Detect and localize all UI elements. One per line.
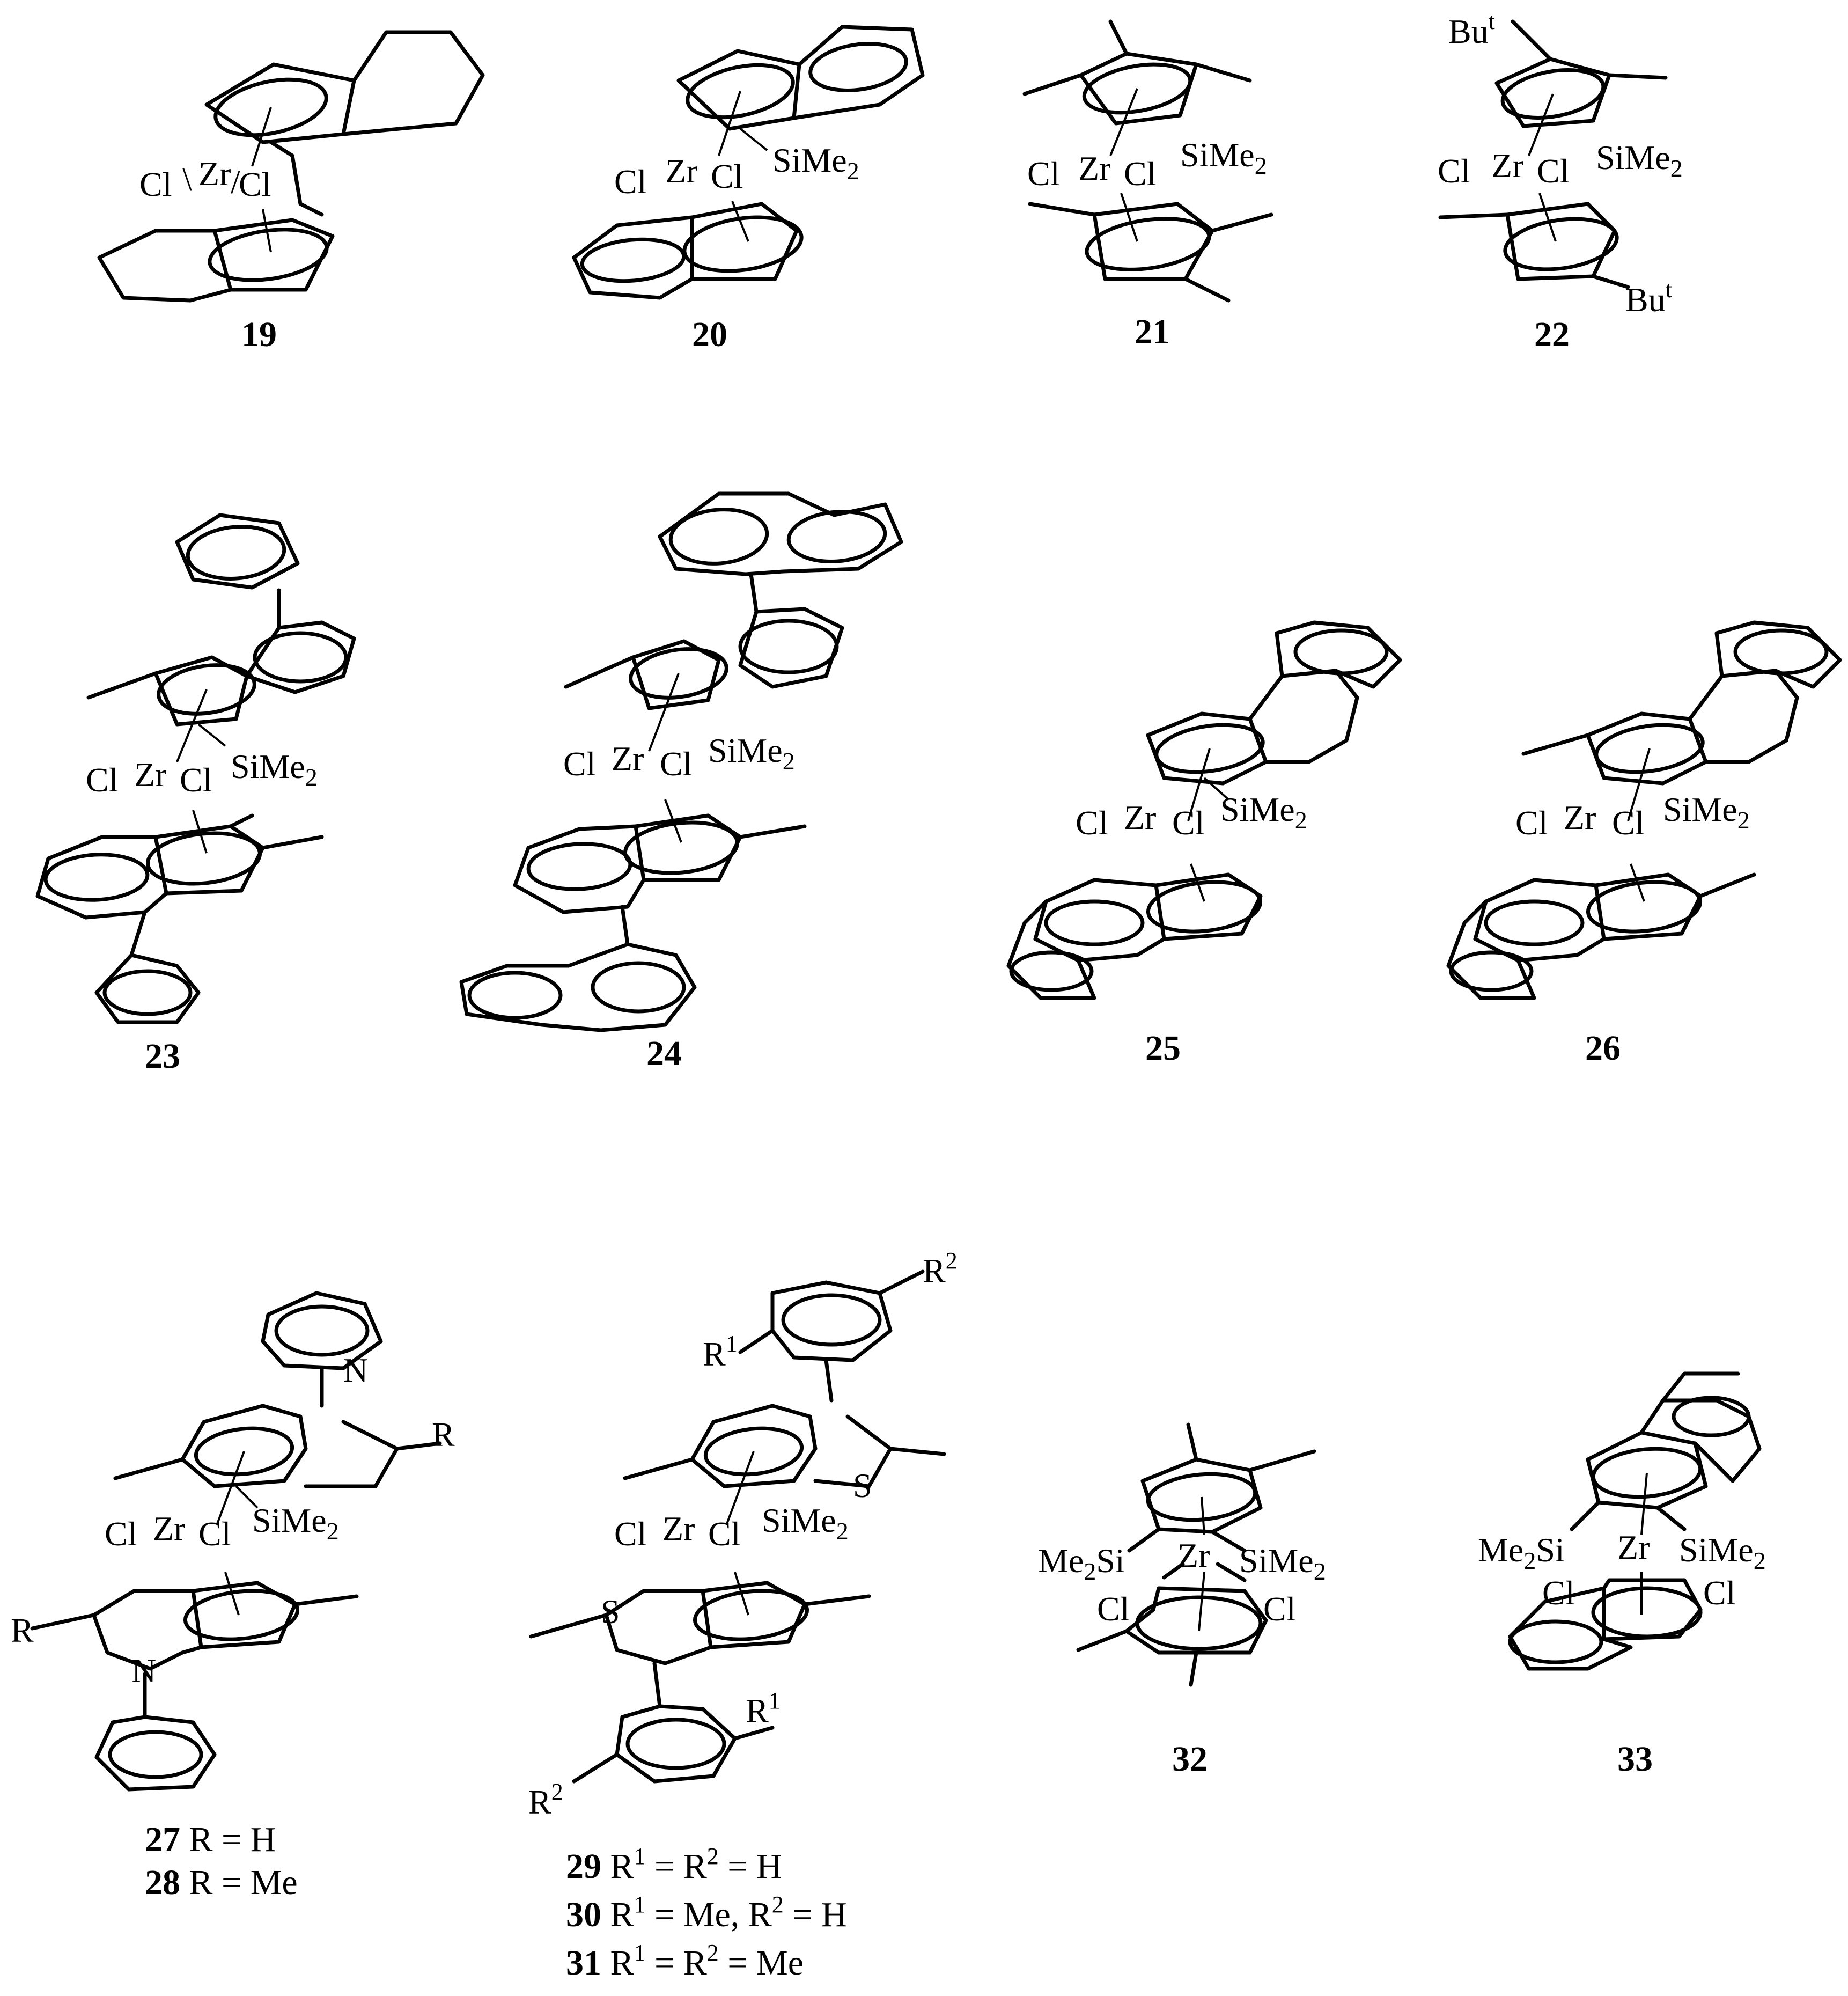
zirconium-label: Zr <box>1124 798 1156 836</box>
compound-number-22: 22 <box>1534 315 1570 354</box>
zirconium-label: Zr <box>1617 1528 1650 1566</box>
structure-21: Cl Zr Cl SiMe2 21 <box>1022 19 1273 351</box>
chlorine-label-2: Cl <box>660 745 692 783</box>
zirconium-label: Zr <box>1564 798 1596 836</box>
chlorine-label-1: Cl <box>86 761 118 799</box>
tert-butyl-label-bottom: But <box>1625 276 1672 319</box>
chlorine-label-2: Cl <box>1172 804 1204 842</box>
structure-20: Cl Zr Cl SiMe2 20 <box>572 25 925 354</box>
chlorine-label-1: Cl <box>614 163 646 201</box>
chlorine-label-2: Cl <box>1612 804 1644 842</box>
nitrogen-label-top: N <box>343 1351 368 1389</box>
silicon-label: SiMe2 <box>1596 138 1683 182</box>
chlorine-label-2: Cl <box>708 1515 740 1553</box>
r2-label-top: R2 <box>923 1247 958 1290</box>
zirconium-label: Zr <box>1177 1536 1210 1574</box>
r2-label-bottom: R2 <box>528 1779 563 1821</box>
structure-27-28: N R Cl Zr Cl SiMe2 R N 27 R = H 28 R = M… <box>11 1291 455 1902</box>
zirconium-label: Zr <box>1491 146 1523 185</box>
chlorine-label-1: Cl <box>1515 804 1548 842</box>
structure-23: Cl Zr Cl SiMe2 23 <box>35 513 356 1076</box>
structure-26: Cl Zr Cl SiMe2 26 <box>1446 620 1842 1068</box>
nitrogen-label-bottom: N <box>131 1652 156 1690</box>
structure-33: Me2Si Zr SiMe2 Cl Cl 33 <box>1478 1371 1766 1779</box>
structure-25: Cl Zr Cl SiMe2 25 <box>1006 620 1402 1068</box>
silicon-label: SiMe2 <box>1663 790 1750 834</box>
sulfur-label-bottom: S <box>601 1593 620 1631</box>
chlorine-label-2: Cl <box>1263 1590 1295 1628</box>
compound-number-20: 20 <box>692 315 727 354</box>
dimethylsilyl-label-left: Me2Si <box>1478 1531 1565 1574</box>
zirconium-label: Zr <box>665 152 697 190</box>
structure-24: Cl Zr Cl SiMe2 24 <box>459 491 903 1073</box>
svg-text:\: \ <box>182 160 192 198</box>
caption-29: 29 R1 = R2 = H <box>566 1843 782 1886</box>
chlorine-label-1: Cl <box>614 1515 646 1553</box>
chlorine-label-2: Cl <box>239 165 271 203</box>
sulfur-label-top: S <box>853 1466 872 1505</box>
structure-32: Me2Si Zr SiMe2 Cl Cl 32 <box>1038 1422 1326 1779</box>
chlorine-label-1: Cl <box>1076 804 1108 842</box>
compound-number-25: 25 <box>1145 1029 1181 1068</box>
structure-22: But Cl Zr Cl SiMe2 But 22 <box>1438 8 1683 354</box>
compound-number-32: 32 <box>1172 1740 1208 1779</box>
zirconium-label: Zr <box>662 1509 695 1547</box>
chlorine-label-1: Cl <box>1097 1590 1129 1628</box>
chlorine-label-1: Cl <box>1027 155 1059 193</box>
r-label-bottom: R <box>11 1611 34 1649</box>
zirconium-label: Zr <box>1078 149 1110 187</box>
silicon-label: SiMe2 <box>1220 790 1307 834</box>
zirconium-label: Zr <box>198 155 231 193</box>
compound-number-24: 24 <box>646 1034 682 1073</box>
chlorine-label-1: Cl <box>1438 152 1470 190</box>
caption-27: 27 R = H <box>145 1820 276 1859</box>
chlorine-label-2: Cl <box>1124 155 1156 193</box>
chlorine-label-1: Cl <box>1542 1574 1574 1612</box>
zirconium-label: Zr <box>612 739 644 777</box>
dimethylsilyl-label-right: SiMe2 <box>1239 1542 1326 1585</box>
r1-label-top: R1 <box>703 1331 738 1373</box>
r1-label-bottom: R1 <box>746 1687 781 1730</box>
chlorine-label-2: Cl <box>180 761 212 799</box>
chlorine-label-1: Cl <box>563 745 595 783</box>
dimethylsilyl-label-left: Me2Si <box>1038 1542 1125 1585</box>
structure-19: Cl \ Zr / Cl 19 <box>97 30 485 354</box>
svg-text:/: / <box>231 163 240 201</box>
compound-number-21: 21 <box>1135 312 1170 351</box>
chlorine-label-2: Cl <box>1703 1574 1735 1612</box>
chlorine-label-2: Cl <box>198 1515 231 1553</box>
caption-30: 30 R1 = Me, R2 = H <box>566 1891 847 1934</box>
compound-number-33: 33 <box>1617 1740 1653 1779</box>
zirconium-label: Zr <box>153 1509 185 1547</box>
chlorine-label-2: Cl <box>711 157 743 195</box>
silicon-label: SiMe2 <box>1180 136 1267 179</box>
silicon-label: SiMe2 <box>772 141 859 185</box>
compound-number-23: 23 <box>145 1037 180 1076</box>
caption-28: 28 R = Me <box>145 1863 298 1902</box>
zirconium-label: Zr <box>134 755 166 794</box>
silicon-label: SiMe2 <box>231 747 318 791</box>
chlorine-label-2: Cl <box>1537 152 1569 190</box>
chlorine-label-1: Cl <box>105 1515 137 1553</box>
structure-29-31: R1 R2 S Cl Zr Cl SiMe2 S R1 R2 29 R1 = R… <box>528 1247 958 1983</box>
silicon-label: SiMe2 <box>252 1501 339 1545</box>
compound-number-26: 26 <box>1585 1029 1621 1068</box>
dimethylsilyl-label-right: SiMe2 <box>1679 1531 1766 1574</box>
caption-31: 31 R1 = R2 = Me <box>566 1940 804 1983</box>
chlorine-label-1: Cl <box>139 165 172 203</box>
tert-butyl-label-top: But <box>1448 8 1495 50</box>
r-label-top: R <box>432 1415 455 1454</box>
silicon-label: SiMe2 <box>708 731 795 775</box>
compound-number-19: 19 <box>241 315 277 354</box>
silicon-label: SiMe2 <box>762 1501 849 1545</box>
